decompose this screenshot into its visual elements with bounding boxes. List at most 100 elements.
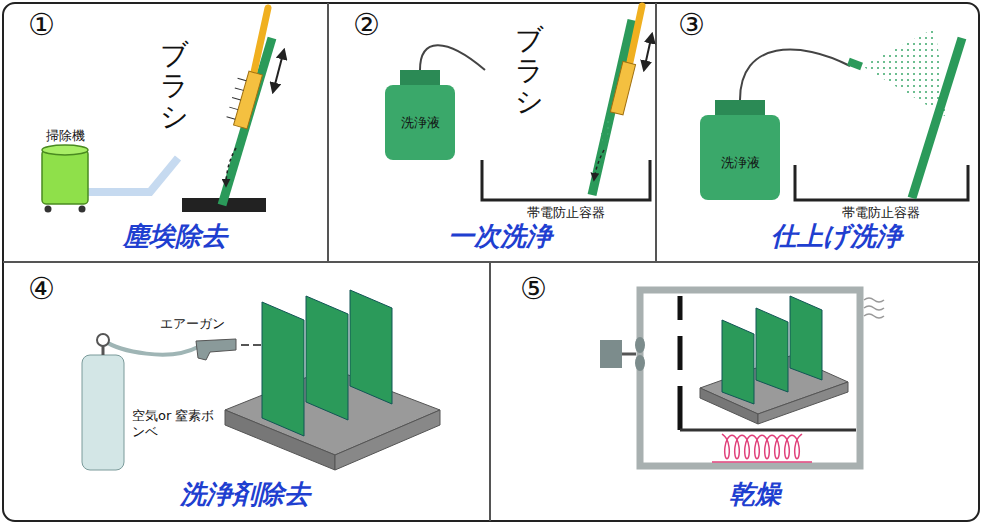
step-number: ① [28,8,55,41]
drawing-line [227,117,236,119]
drawing-rect [400,70,440,86]
drawing-line [678,336,683,370]
drawing-path [103,340,198,355]
drawing-polygon [262,302,304,436]
part-label: エアーガン [160,316,225,332]
drawing-polygon [790,296,822,380]
heater-coil-base [712,461,812,463]
drawing-polygon [350,290,392,404]
brush-label: ブラシ [515,25,543,117]
wash-bottle: 洗浄液 [385,70,455,160]
drawing-path [88,158,178,192]
drawing-path [226,148,236,186]
drawing-path [864,314,884,318]
drawing-ellipse [635,337,645,353]
drawing-line [253,344,261,346]
step-title: 仕上げ洗浄 [771,222,902,252]
wash-bottle: 洗浄液 [700,100,780,200]
drawing-rect [385,85,455,160]
drawing-rect [847,58,863,70]
drawing-path [420,45,485,70]
drawing-line [232,98,241,100]
antistatic-container: 帯電防止容器 [795,150,968,222]
drawing-line [229,107,238,109]
drawing-line [680,429,856,432]
drawing-circle [97,334,109,346]
drawing-ellipse [635,355,645,371]
step-panel: ⑤ 乾燥 [490,262,980,522]
drawing-line [254,8,268,72]
drawing-rect [82,355,124,470]
step-title: 乾燥 [729,480,781,510]
drawing-rect [3,3,979,521]
drawing-path [864,306,884,310]
part-label: 掃除機 [46,128,85,144]
drawing-polygon [306,296,348,420]
drawing-path [594,150,604,180]
drawing-polygon [335,410,440,470]
step-title: 洗浄剤除去 [180,480,310,510]
drawing-line [327,3,329,262]
drawing-line [655,3,657,262]
drawing-line [678,386,683,430]
drawing-rect [700,115,780,200]
drawing-rect [610,61,635,115]
frame [3,3,979,521]
drawing-g [610,61,635,115]
step-number: ② [353,8,380,41]
part-label: 帯電防止容器 [842,205,920,221]
drawing-rect [715,100,765,116]
antistatic-container: 帯電防止容器 [482,150,650,222]
brush-label: ブラシ [160,40,188,132]
drawing-polygon [862,28,948,118]
part-label: 洗浄液 [401,115,440,131]
drawing-line [222,38,272,205]
drawing-rect [600,340,622,368]
drawing-line [235,88,244,90]
final-wash-art [700,28,968,200]
drawing-polygon [722,320,754,404]
drawing-line [102,346,105,355]
dust-removal-art [42,8,284,213]
drawing-line [273,50,284,92]
drawing-line [622,353,636,356]
drawing-polygon [758,382,848,424]
step-number: ③ [678,8,705,41]
step-panel: ④ 洗浄剤除去 [0,262,490,522]
heater-coil-wire [722,434,802,459]
drawing-line [241,344,249,346]
drawing-line [644,34,652,70]
drawing-circle [45,206,52,213]
drawing-line [489,262,491,521]
drawing-path [740,49,850,100]
vacuum-cleaner: 掃除機 [30,128,100,212]
primary-wash-art [385,6,652,200]
drying-art [600,290,884,466]
drawing-line [238,78,247,80]
heater-coil [712,434,812,462]
step-number: ⑤ [520,272,547,305]
drawing-rect [42,150,88,204]
drawing-polygon [196,339,236,360]
part-label: 洗浄液 [721,155,760,171]
step-number: ④ [28,272,55,305]
detergent-removal-art [82,290,440,470]
drawing-line [630,6,642,62]
drawing-rect [640,290,860,466]
drawing-line [912,38,962,198]
step-panel: ③ 仕上げ洗浄 洗浄液帯電防止容器 [656,0,980,262]
step-title: 塵埃除去 [123,222,227,252]
drawing-path [864,298,884,302]
drawing-path [795,165,968,200]
part-label: 空気or 窒素ボンベ [132,408,216,441]
part-label: 帯電防止容器 [527,205,605,221]
step-title: 一次洗浄 [448,222,552,252]
drawing-rect [234,71,263,129]
drawing-path [482,160,650,200]
step-panel: ② 一次洗浄 洗浄液帯電防止容器 [328,0,656,262]
drawing-polygon [756,308,788,392]
drawing-line [678,296,683,320]
drawing-ellipse [42,145,88,155]
